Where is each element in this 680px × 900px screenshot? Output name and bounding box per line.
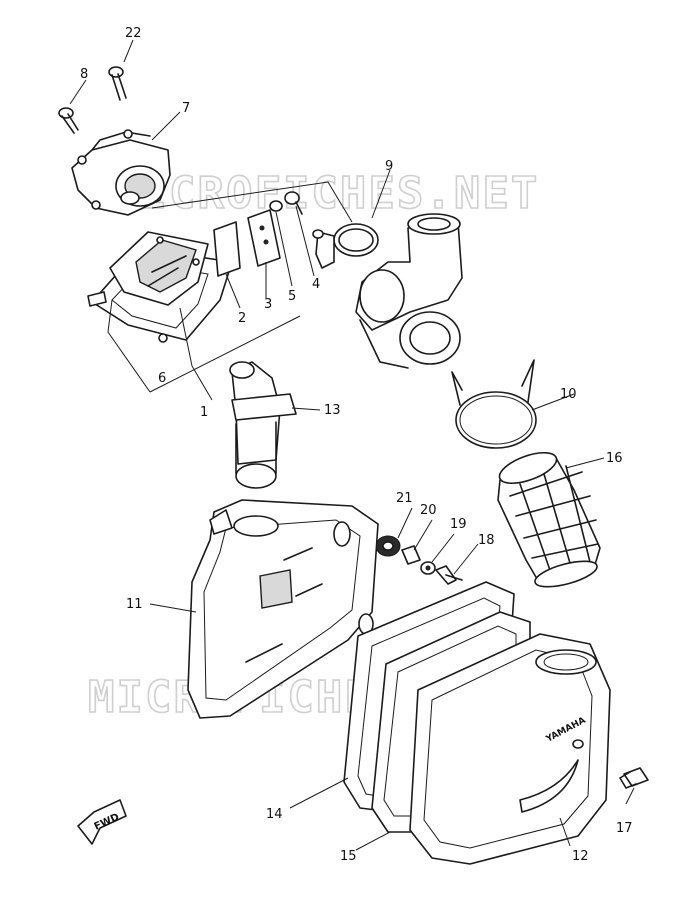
label-16: 16 (606, 451, 623, 466)
label-15: 15 (340, 849, 357, 864)
fwd-arrow: FWD (77, 799, 127, 845)
air-box-case-11 (187, 499, 379, 719)
label-19: 19 (450, 517, 467, 532)
label-18: 18 (478, 533, 495, 548)
label-22: 22 (125, 26, 142, 41)
label-3: 3 (264, 297, 272, 312)
stopper-plate-2 (213, 221, 241, 277)
grommet-21 (375, 535, 401, 557)
label-4: 4 (312, 277, 320, 292)
intake-tube-13 (229, 361, 297, 489)
reed-valve-1 (109, 231, 209, 306)
label-1: 1 (200, 405, 208, 420)
clamp-9 (312, 223, 379, 269)
leader-lines (69, 39, 635, 851)
callout-labels: 22 8 7 9 2 3 5 4 6 1 13 10 16 21 20 19 1… (80, 26, 633, 864)
label-14: 14 (266, 807, 283, 822)
carburetor (355, 213, 463, 369)
label-13: 13 (324, 403, 341, 418)
watermark-top: MICROFICHES.NET (112, 168, 539, 219)
label-8: 8 (80, 67, 88, 82)
drain-plug-17 (619, 767, 649, 789)
intake-manifold (71, 129, 171, 216)
screw-4 (284, 191, 303, 215)
label-9: 9 (385, 159, 393, 174)
label-11: 11 (126, 597, 143, 612)
washer-5 (269, 200, 283, 212)
reed-petal-3 (247, 209, 281, 267)
label-17: 17 (616, 821, 633, 836)
bolt-18 (435, 565, 463, 585)
label-2: 2 (238, 311, 246, 326)
label-6: 6 (158, 371, 166, 386)
washer-19 (420, 561, 436, 575)
label-10: 10 (560, 387, 577, 402)
air-filter-box-12: YAMAHA (409, 633, 611, 865)
small-plate (87, 291, 107, 307)
label-21: 21 (396, 491, 413, 506)
filter-element-16 (497, 451, 601, 588)
label-20: 20 (420, 503, 437, 518)
label-5: 5 (288, 289, 296, 304)
collar-20 (401, 545, 421, 565)
bolt-22 (108, 66, 127, 101)
label-7: 7 (182, 101, 190, 116)
bolt-8 (58, 107, 79, 134)
ring-clip-10 (451, 359, 537, 449)
label-12: 12 (572, 849, 589, 864)
